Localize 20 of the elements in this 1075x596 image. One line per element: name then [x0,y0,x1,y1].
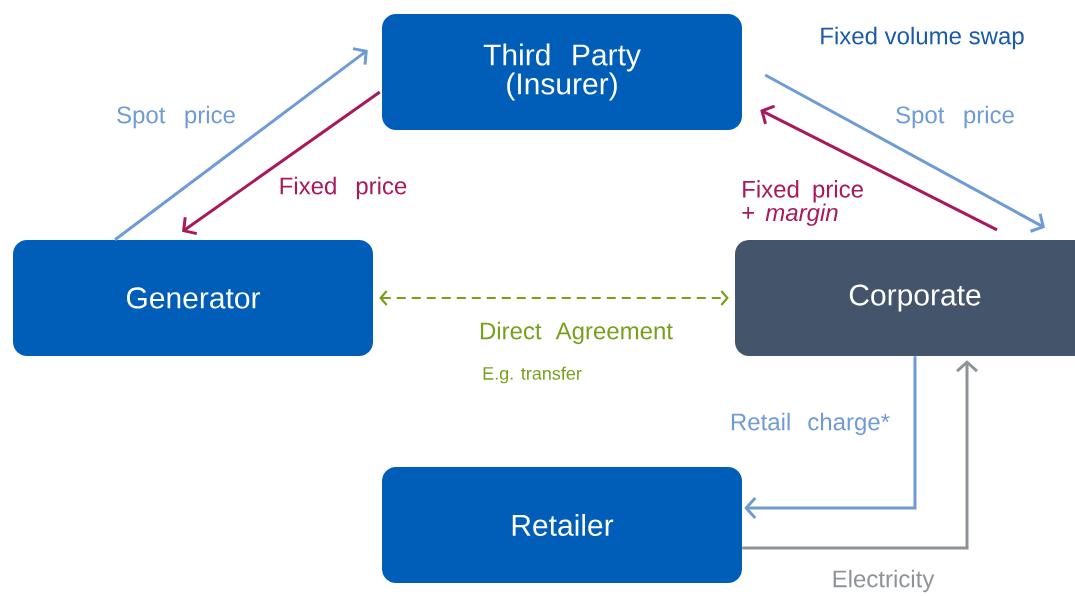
note-text: E.g. transfer [483,366,582,384]
edge-label: Spot price [896,105,1014,129]
note-text: Fixed volume swap [821,26,1024,50]
edge-label: Direct Agreement [480,321,673,345]
edge-label: Retail charge* [731,412,890,436]
process-box: Generator [13,240,373,356]
process-box: Corporate [735,240,1075,356]
edge-label: Spot price [117,105,235,129]
edge-label: Electricity [833,569,935,593]
edge-label: Fixed price [280,176,407,200]
process-box: Third Party (Insurer) [382,14,742,130]
arrow [182,90,381,236]
arrow [760,104,998,232]
arrow [379,290,729,306]
arrow [744,356,917,519]
arrow [114,47,368,241]
edge-label: Fixed price + margin [742,180,863,226]
arrow [764,73,1045,233]
arrow [742,360,978,550]
process-box: Retailer [382,467,742,583]
